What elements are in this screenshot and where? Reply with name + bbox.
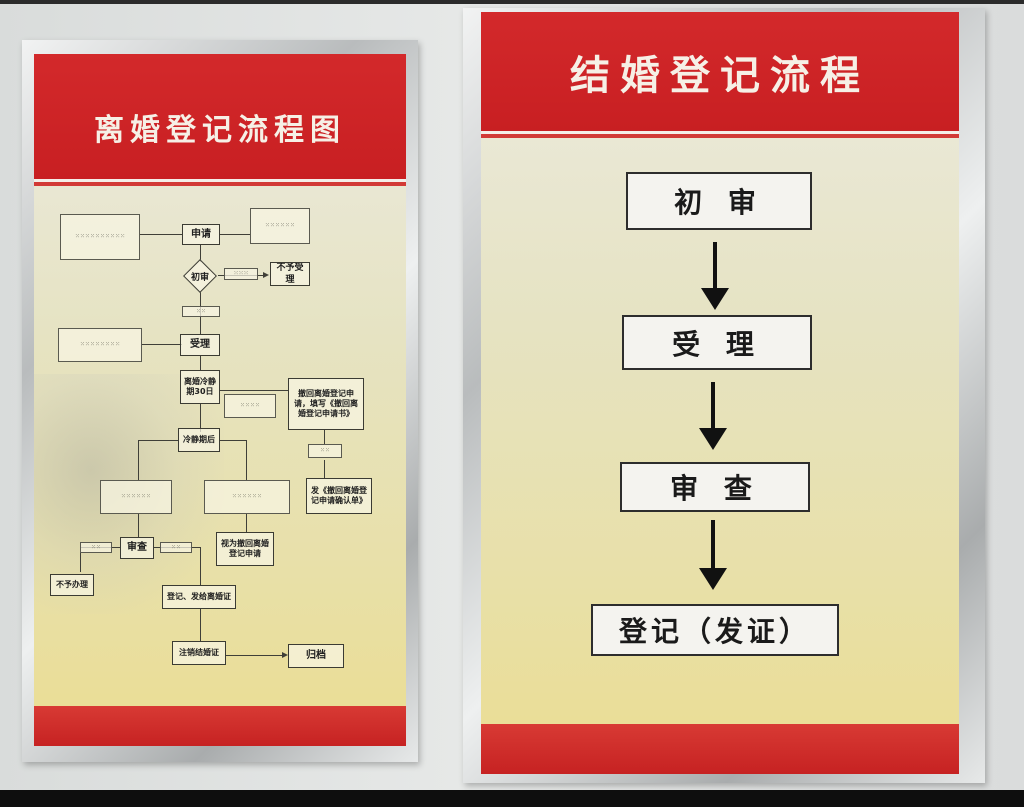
node-archive: 归档 [288, 644, 344, 668]
divorce-flowchart-poster: 离婚登记流程图 ⁙⁙⁙⁙⁙⁙⁙⁙⁙⁙ 申请 ⁙⁙⁙⁙⁙⁙ 初审 ⁙⁙⁙ 不予受理… [34, 54, 406, 746]
connector [200, 245, 201, 262]
connector [140, 234, 182, 235]
connector [200, 356, 201, 370]
apply-side-note: ⁙⁙⁙⁙⁙⁙ [250, 208, 310, 244]
connector [226, 655, 284, 656]
node-cancel-marriage-cert: 注销结婚证 [172, 641, 226, 665]
connector [220, 390, 288, 391]
arrow-down-icon [699, 568, 727, 590]
right-poster-header: 结婚登记流程 [481, 12, 959, 134]
arrow-shaft [713, 242, 717, 290]
node-accept: 受理 [180, 334, 220, 356]
step-initial-review: 初 审 [626, 172, 812, 230]
connector [246, 514, 247, 532]
condition-note: ⁙⁙ [182, 306, 220, 317]
left-poster-header: 离婚登记流程图 [34, 54, 406, 182]
condition-note: ⁙⁙⁙ [224, 268, 258, 280]
apply-note: ⁙⁙⁙⁙⁙⁙⁙⁙⁙⁙ [60, 214, 140, 260]
cooling-note: ⁙⁙⁙⁙ [224, 394, 276, 418]
connector [200, 609, 201, 641]
right-poster-title: 结婚登记流程 [570, 51, 870, 99]
step-accept: 受 理 [622, 315, 812, 370]
node-apply: 申请 [182, 224, 220, 245]
left-poster-title: 离婚登记流程图 [94, 112, 346, 148]
node-register: 登记、发给离婚证 [162, 585, 236, 609]
arrow-right-icon [282, 652, 288, 658]
arrow-down-icon [699, 428, 727, 450]
connector [200, 547, 201, 585]
node-reject-2: 不予办理 [50, 574, 94, 596]
node-initial-review-label: 初审 [190, 272, 209, 283]
connector [142, 344, 182, 345]
accept-note: ⁙⁙⁙⁙⁙⁙⁙⁙ [58, 328, 142, 362]
condition-note: ⁙⁙ [160, 542, 192, 553]
top-edge [0, 0, 1024, 4]
left-poster-footer [34, 706, 406, 746]
node-initial-review: 初审 [182, 258, 218, 294]
arrow-down-icon [701, 288, 729, 310]
connector [200, 404, 201, 432]
connector [324, 460, 325, 478]
connector [220, 440, 246, 441]
arrow-right-icon [263, 272, 269, 278]
connector [220, 234, 250, 235]
after-cooling-note: ⁙⁙⁙⁙⁙⁙ [204, 480, 290, 514]
after-cooling-note: ⁙⁙⁙⁙⁙⁙ [100, 480, 172, 514]
step-register-issue: 登记（发证） [591, 604, 839, 656]
arrow-shaft [711, 382, 715, 430]
node-reject-1: 不予受理 [270, 262, 310, 286]
node-cooling-period: 离婚冷静期30日 [180, 370, 220, 404]
condition-note: ⁙⁙ [80, 542, 112, 553]
node-after-cooling: 冷静期后 [178, 428, 220, 452]
connector [138, 440, 178, 441]
step-examine: 审 查 [620, 462, 810, 512]
connector [80, 547, 81, 572]
arrow-shaft [711, 520, 715, 570]
node-deemed-withdrawn: 视为撤回离婚登记申请 [216, 532, 274, 566]
condition-note: ⁙⁙ [308, 444, 342, 458]
right-poster-footer [481, 724, 959, 774]
bottom-black-bar [0, 790, 1024, 807]
marriage-flow-poster: 结婚登记流程 初 审 受 理 审 查 登记（发证） [481, 12, 959, 774]
connector [324, 430, 325, 444]
node-withdraw-confirm: 发《撤回离婚登记申请确认单》 [306, 478, 372, 514]
connector [246, 440, 247, 480]
node-withdraw: 撤回离婚登记申请，填写《撤回离婚登记申请书》 [288, 378, 364, 430]
connector [138, 514, 139, 537]
connector [138, 440, 139, 480]
node-review: 审查 [120, 537, 154, 559]
